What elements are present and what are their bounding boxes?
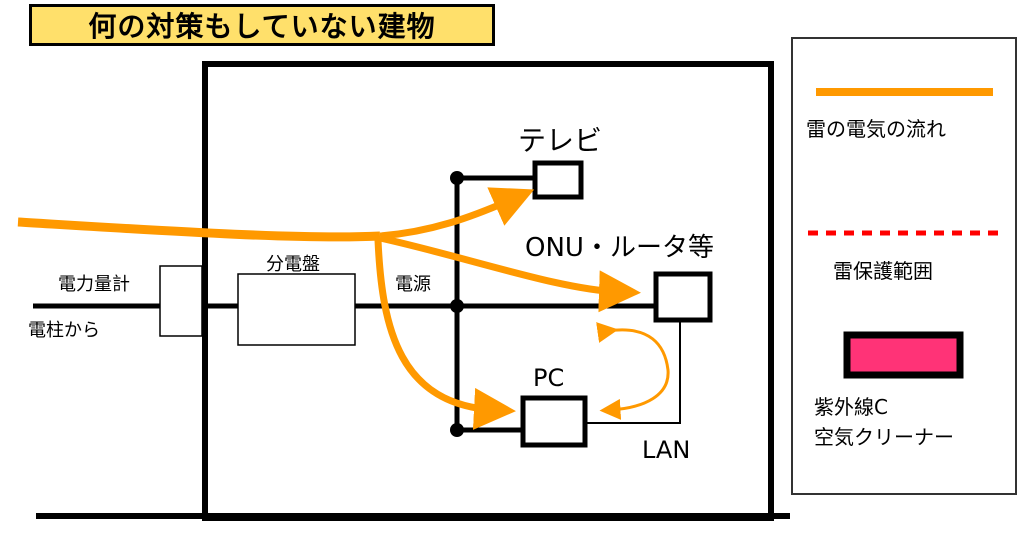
tv-label: テレビ bbox=[518, 124, 602, 157]
legend-label-uvc-line1: 紫外線C bbox=[814, 395, 888, 419]
legend-label-protection-range: 雷保護範囲 bbox=[833, 259, 933, 283]
tv-box bbox=[532, 160, 584, 200]
from-pole-label: 電柱から bbox=[28, 320, 100, 341]
lan-label: LAN bbox=[642, 436, 690, 464]
lightning-flow-main bbox=[17, 217, 381, 242]
power-label: 電源 bbox=[395, 274, 431, 295]
panel-label: 分電盤 bbox=[266, 254, 320, 275]
meter-label: 電力量計 bbox=[58, 274, 130, 295]
onu-router-label: ONU・ルータ等 bbox=[525, 233, 714, 263]
legend-label-lightning-flow: 雷の電気の流れ bbox=[806, 117, 946, 141]
onu-router-box bbox=[653, 271, 713, 323]
lan-cable bbox=[585, 320, 681, 424]
legend-label-uvc-line2: 空気クリーナー bbox=[814, 425, 954, 449]
lightning-flow-lan bbox=[596, 322, 670, 420]
power-meter-box bbox=[159, 265, 203, 337]
distribution-panel-box bbox=[237, 273, 356, 346]
junction-dot bbox=[450, 299, 464, 313]
lightning-flow-to-onu bbox=[379, 234, 641, 313]
diagram-title: 何の対策もしていない建物 bbox=[29, 4, 495, 46]
legend-pink-box-icon bbox=[843, 331, 964, 379]
lightning-flow-to-tv bbox=[379, 187, 535, 240]
pc-box bbox=[520, 395, 588, 448]
legend-box bbox=[791, 37, 1017, 495]
lightning-flow-to-pc bbox=[374, 239, 516, 430]
pc-label: PC bbox=[533, 364, 564, 392]
